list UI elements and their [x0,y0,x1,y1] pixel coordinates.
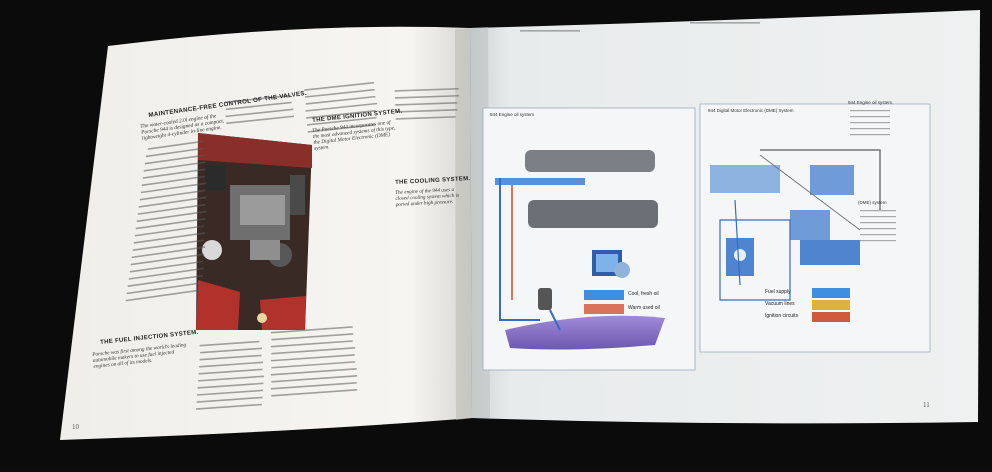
side-column-heading-dme: (DME) system [858,200,887,205]
oil-diagram-title: 944 Engine oil system [490,112,535,117]
cooling-body-excerpt: The engine of the 944 uses a closed cool… [395,186,460,208]
dme-legend-ignition: Ignition circuits [765,313,799,319]
right-page-number: 11 [923,401,930,409]
right-page-text-lines [520,22,896,242]
oil-legend-cool: Cool, fresh oil [628,291,659,297]
left-page-text-lines [125,81,459,410]
dme-legend-fuel: Fuel supply [765,289,791,295]
dme-diagram-title: 944 Digital Motor Electronic (DME) Syste… [708,108,794,113]
dme-diagram-artwork [710,149,881,322]
oil-legend-warm: Warm used oil [628,305,660,311]
dme-legend-vacuum: Vacuum lines [765,301,795,307]
left-page-number: 10 [72,423,79,431]
oil-diagram-artwork [495,150,665,350]
engine-photo [196,133,312,330]
side-column-heading-oil: 944 Engine oil system [848,100,893,105]
